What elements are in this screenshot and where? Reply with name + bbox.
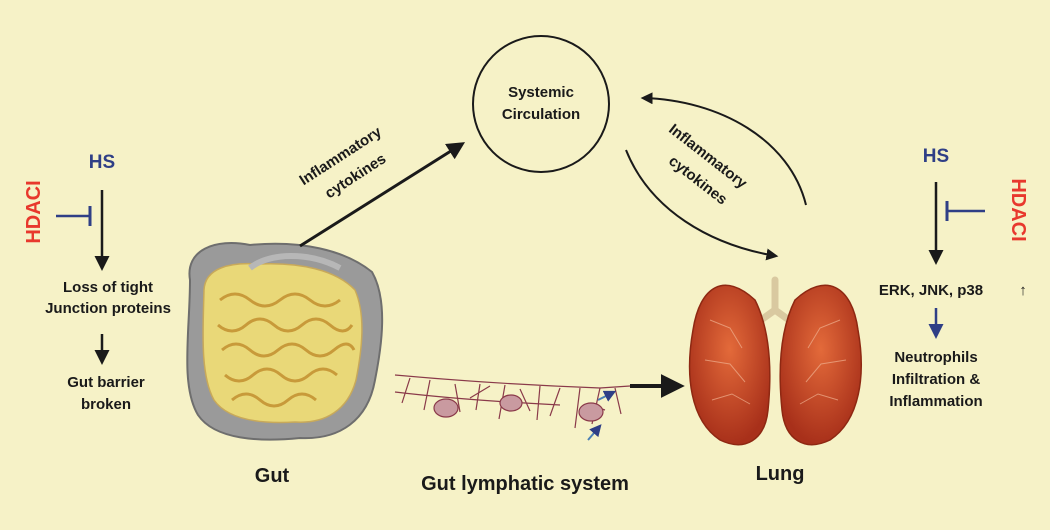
loss-tight-line1: Loss of tight bbox=[63, 279, 153, 296]
lymph-flow-arrow-1 bbox=[597, 390, 617, 402]
neutrophils-line2: Infiltration & bbox=[892, 371, 980, 388]
loss-tight-line2: Junction proteins bbox=[45, 300, 171, 317]
lung-to-circulation-arrow bbox=[640, 92, 807, 206]
gut-illustration bbox=[186, 242, 384, 441]
gut-to-circulation-arrow bbox=[299, 142, 466, 248]
kinases-up-arrow: ↑ bbox=[1019, 282, 1027, 299]
lymph-label: Gut lymphatic system bbox=[421, 473, 629, 495]
lung-label: Lung bbox=[756, 463, 805, 485]
right-hs-label: HS bbox=[923, 146, 949, 167]
left-hdaci-label: HDACI bbox=[23, 180, 45, 243]
neutrophils-line1: Neutrophils bbox=[894, 349, 977, 366]
left-inhibition-bar bbox=[56, 206, 92, 226]
right-inhibition-bar bbox=[945, 201, 985, 221]
right-hdaci-label: HDACI bbox=[1007, 178, 1029, 241]
circulation-line1: Systemic bbox=[508, 84, 574, 101]
barrier-line2: broken bbox=[81, 396, 131, 413]
lymphatic-network-illustration bbox=[394, 374, 631, 429]
circulation-to-lung-arrow bbox=[625, 149, 779, 261]
left-hs-label: HS bbox=[89, 152, 115, 173]
barrier-line1: Gut barrier bbox=[67, 374, 145, 391]
circulation-line2: Circulation bbox=[502, 106, 580, 123]
systemic-circulation-circle bbox=[472, 35, 610, 173]
lung-illustration bbox=[688, 276, 862, 446]
gut-label: Gut bbox=[255, 465, 290, 487]
lymph-flow-arrow-2 bbox=[587, 424, 602, 441]
neutrophils-line3: Inflammation bbox=[889, 393, 982, 410]
kinases-label: ERK, JNK, p38 bbox=[879, 282, 983, 299]
